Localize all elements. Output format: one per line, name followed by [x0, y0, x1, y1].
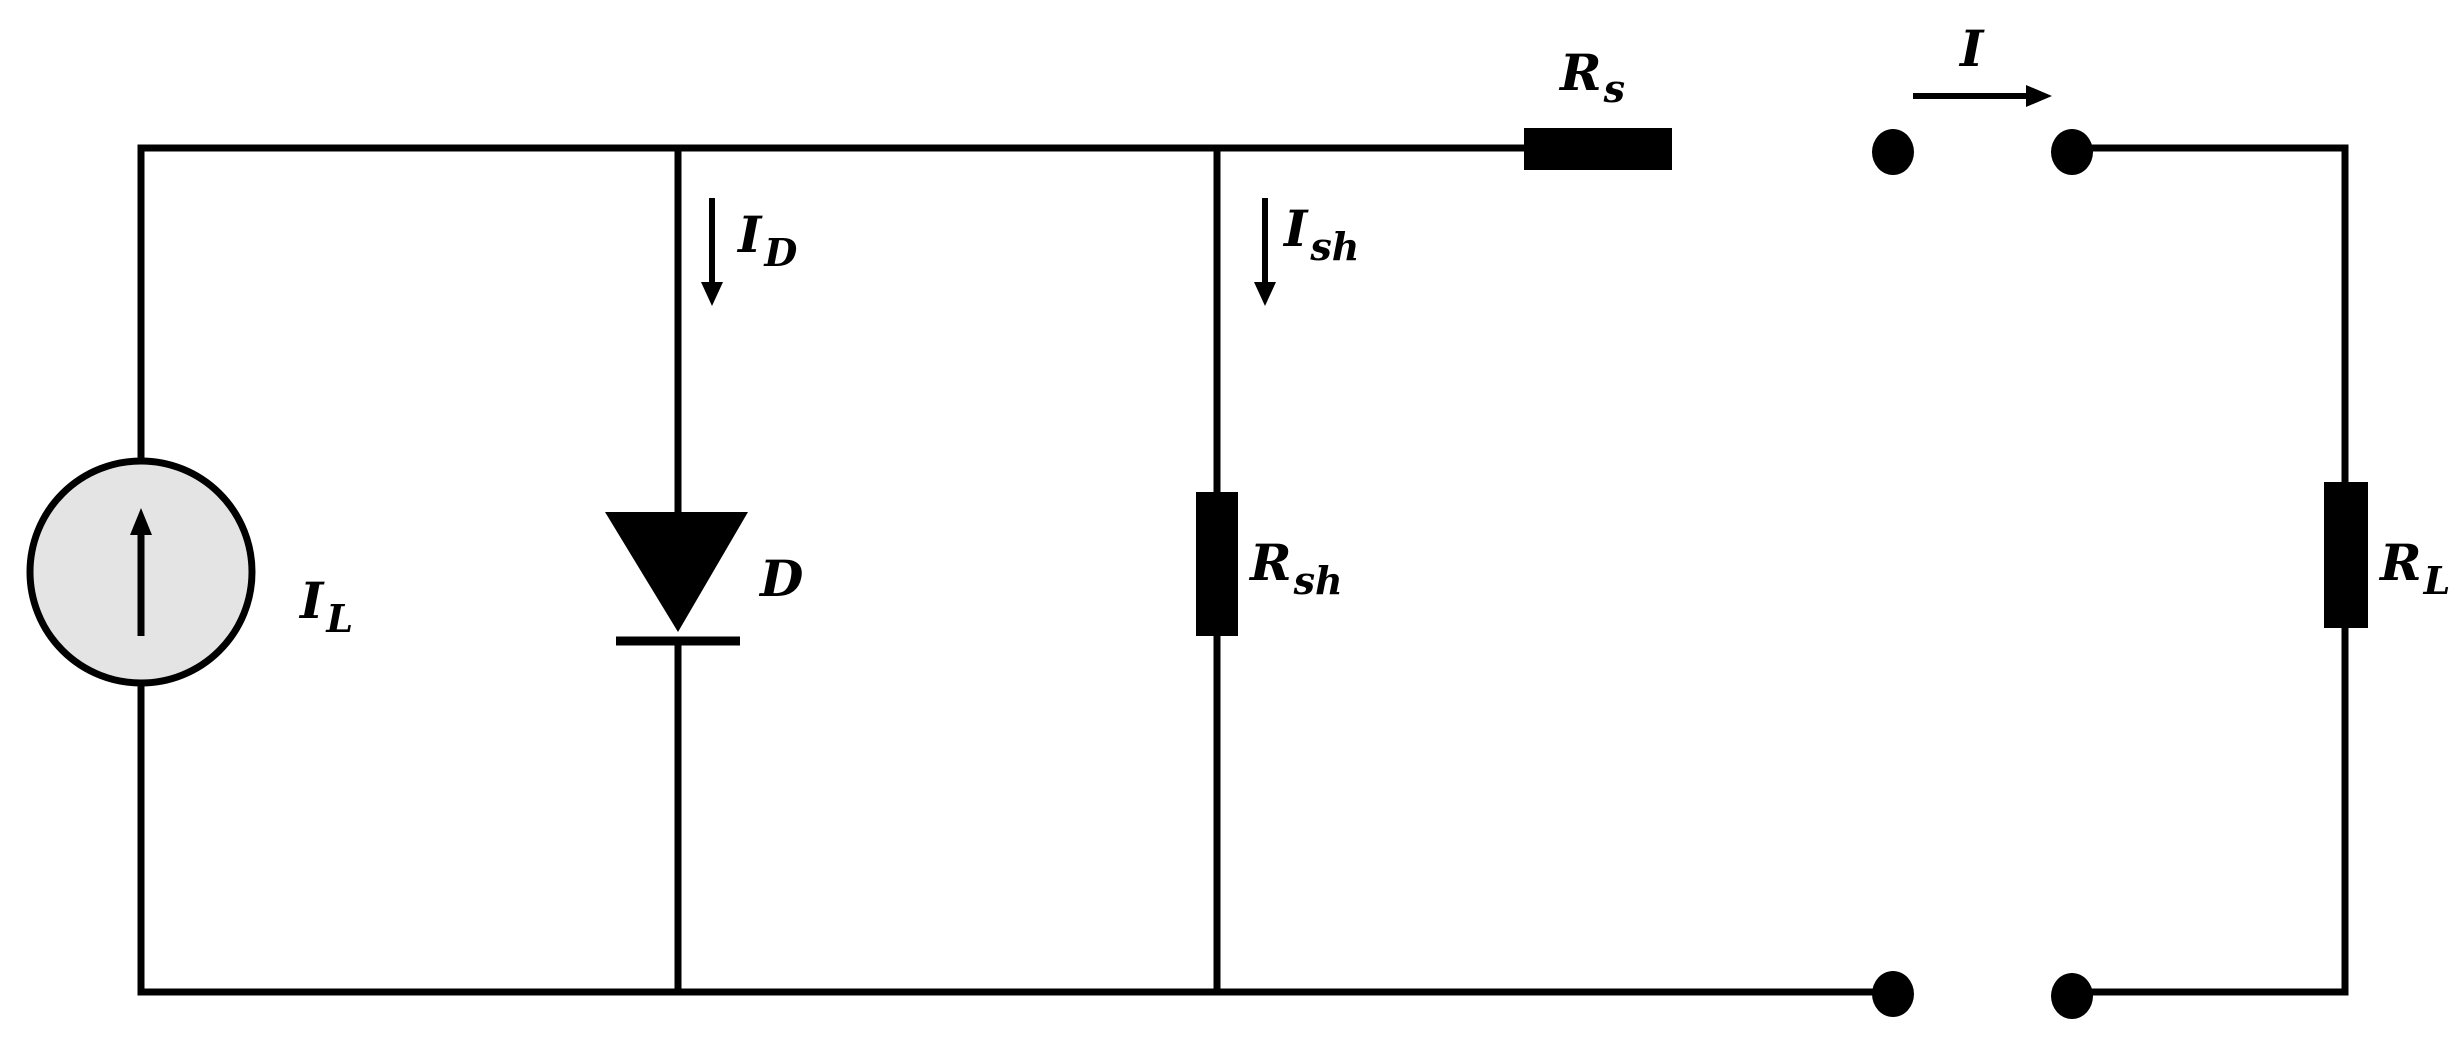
terminal-bottom-right — [2051, 973, 2093, 1019]
shunt-resistor-label: Rsh — [1248, 533, 1343, 603]
current-source — [26, 457, 256, 687]
load-resistor-label: RL — [2378, 533, 2450, 603]
output-current-arrow-icon — [2026, 85, 2052, 107]
shunt-current-arrow-icon — [1254, 282, 1276, 306]
wires — [137, 144, 2349, 996]
terminal-top-right — [2051, 129, 2093, 175]
shunt-resistor — [1196, 492, 1238, 636]
terminals — [1872, 129, 2093, 1019]
current-arrows — [701, 85, 2052, 306]
output-current-label: I — [1958, 19, 1985, 78]
current-source-arrow-icon — [130, 508, 152, 535]
diode — [605, 512, 748, 646]
terminal-top-left — [1872, 129, 1914, 175]
series-resistor-label: Rs — [1558, 43, 1625, 111]
series-resistor — [1524, 128, 1672, 170]
diode-triangle-icon — [605, 512, 748, 632]
shunt-current-label: Ish — [1282, 199, 1359, 269]
diode-current-label: ID — [736, 205, 797, 275]
diode-current-arrow-icon — [701, 282, 723, 306]
terminal-bottom-left — [1872, 971, 1914, 1017]
load-resistor — [2324, 482, 2368, 628]
current-source-label: IL — [298, 571, 353, 641]
diode-label: D — [758, 549, 803, 608]
